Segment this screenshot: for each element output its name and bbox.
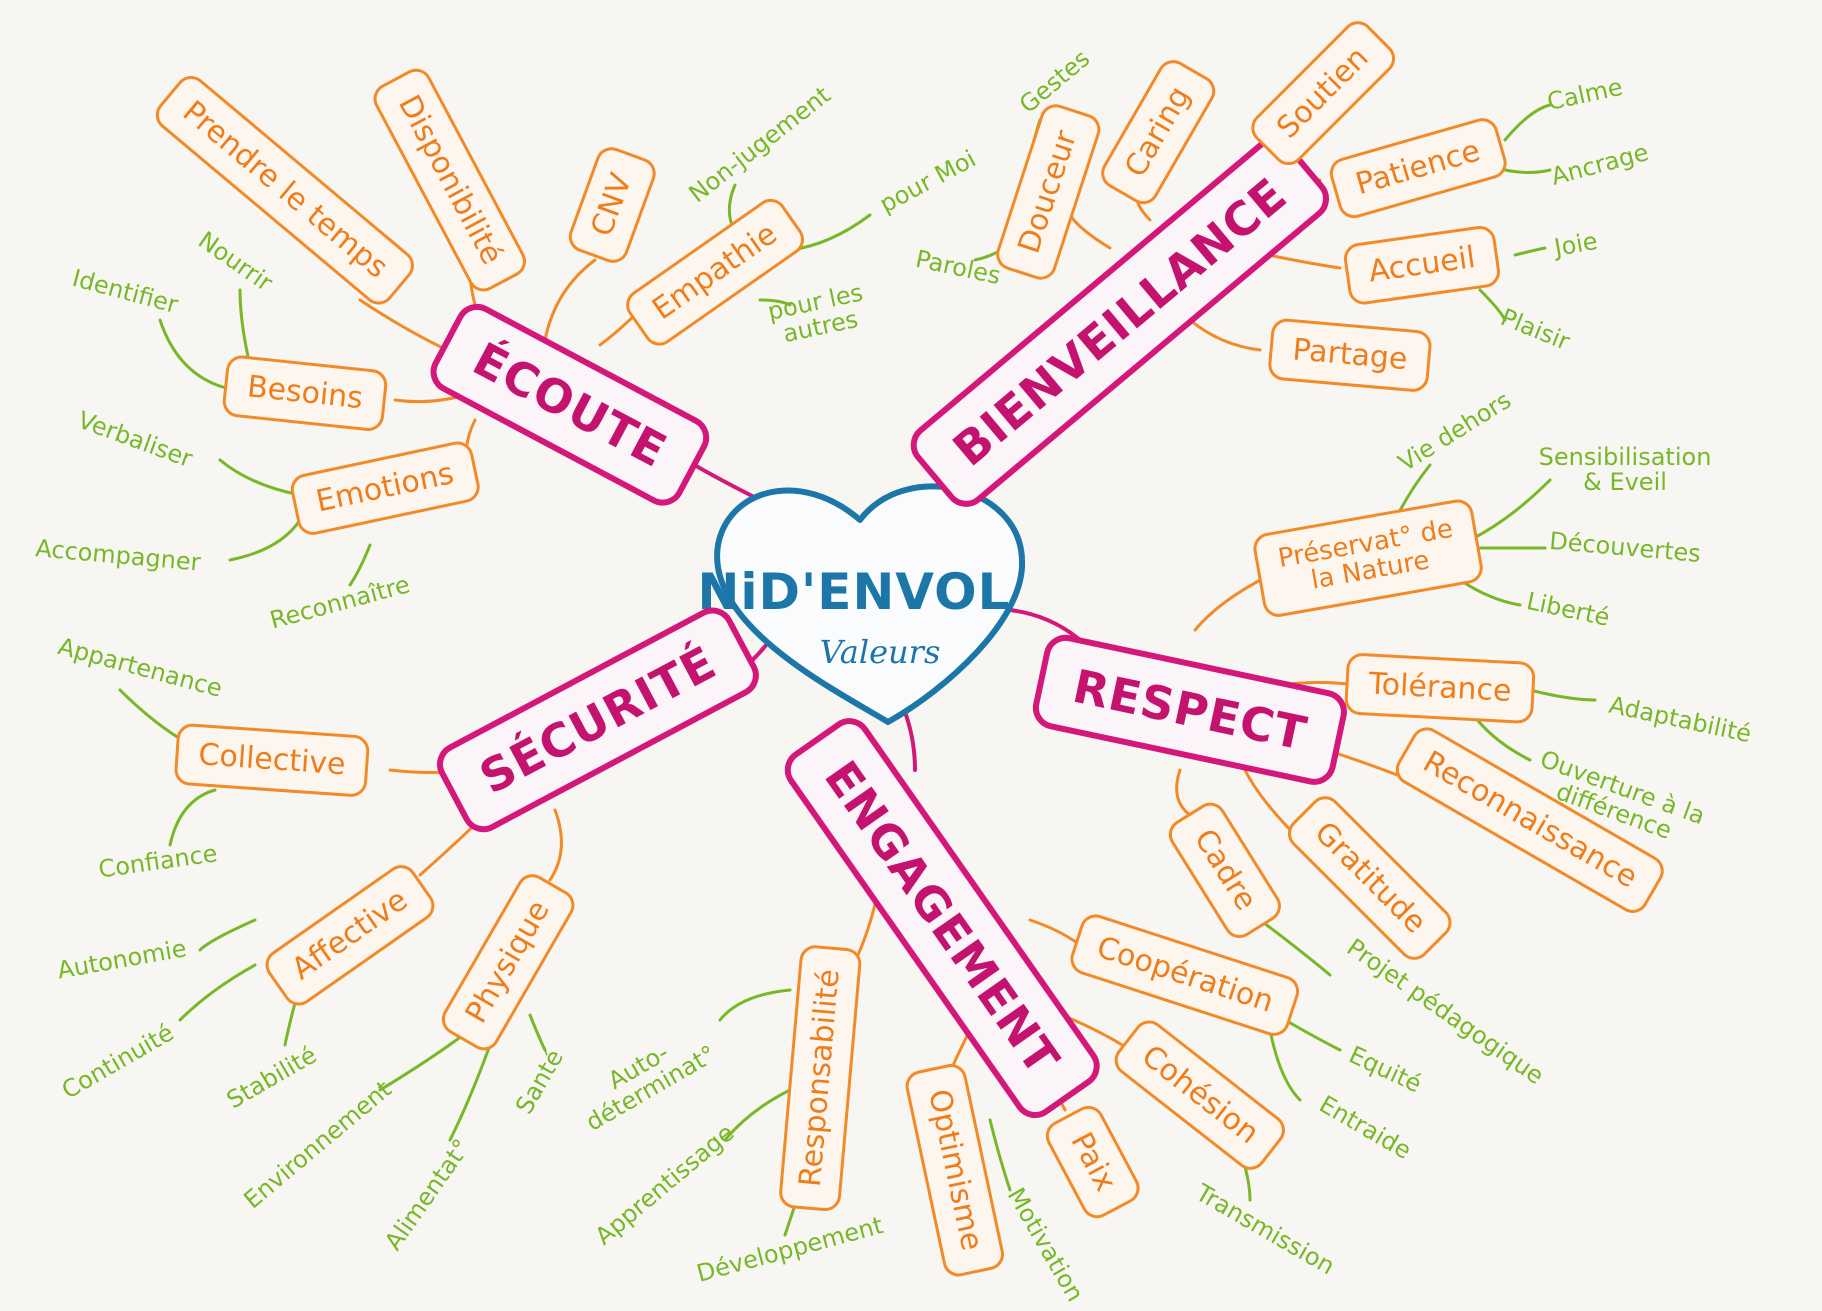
branch-line (543, 258, 597, 342)
leaf-sensibilisation-eveil: Sensibilisation & Eveil (1538, 442, 1712, 496)
branch-line (1528, 688, 1597, 702)
branch-line (1258, 918, 1332, 977)
heart-outline (714, 483, 1026, 725)
branch-line (228, 518, 302, 562)
branch-line (348, 543, 372, 587)
branch-line (448, 1043, 492, 1142)
branch-line (1468, 478, 1552, 542)
facet-tolerance: Tolérance (1343, 652, 1537, 724)
branch-line (178, 963, 257, 1022)
branch-line (548, 808, 563, 882)
branch-line (198, 918, 257, 952)
branch-line (1503, 168, 1552, 174)
branch-line (1188, 318, 1262, 352)
branch-line (988, 1118, 1012, 1192)
center-subtitle: Valeurs (819, 633, 941, 671)
center-title: NiD'ENVOL (697, 563, 1011, 621)
branch-line (903, 710, 917, 772)
branch-line (1503, 103, 1552, 142)
branch-line (718, 988, 792, 1022)
branch-line (1268, 1028, 1302, 1102)
branch-line (1478, 288, 1507, 322)
branch-line (168, 788, 217, 847)
branch-line (1175, 768, 1192, 817)
branch-line (1283, 1018, 1342, 1052)
branch-line (1513, 246, 1547, 257)
branch-line (723, 1088, 792, 1142)
branch-line (758, 298, 792, 307)
branch-line (528, 1013, 547, 1052)
